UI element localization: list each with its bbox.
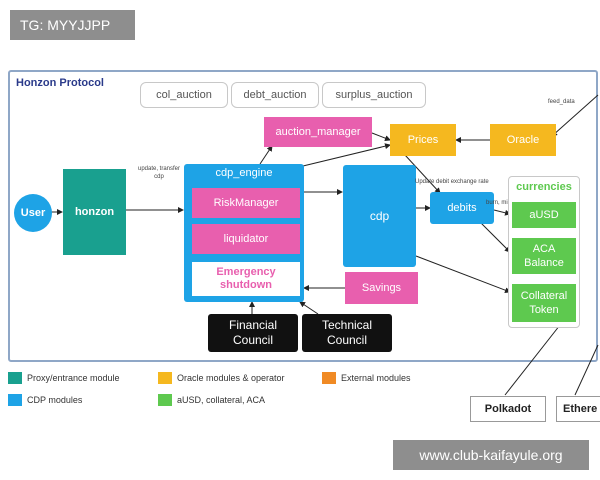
financial-council-node: Financial Council — [208, 314, 298, 352]
legend-label-currencies: aUSD, collateral, ACA — [177, 395, 266, 405]
legend-label-proxy: Proxy/entrance module — [27, 373, 120, 383]
legend-label-cdp: CDP modules — [27, 395, 83, 405]
arrow-debits-ausd — [493, 209, 511, 216]
arrow-currencies-polkadot — [504, 324, 561, 396]
user-node: User — [14, 194, 52, 232]
feed-data-note: feed_data — [548, 99, 575, 105]
update-debit-rate-note: Update debit exchange rate — [415, 179, 489, 185]
oracle-node: Oracle — [490, 124, 556, 156]
legend-swatch-external — [322, 372, 336, 384]
diagram-title: Honzon Protocol — [16, 77, 104, 89]
technical-council-node: Technical Council — [302, 314, 392, 352]
honzon-node: honzon — [63, 169, 126, 255]
liquidator-node: liquidator — [192, 224, 300, 254]
legend-swatch-oracle — [158, 372, 172, 384]
collateral-token-node: Collateral Token — [512, 284, 576, 322]
arrow-cdp-engine-prices — [302, 143, 391, 167]
currencies-label: currencies — [516, 181, 572, 193]
burn-mint-note: burn, mint — [486, 200, 513, 206]
legend-swatch-cdp — [8, 394, 22, 406]
update-transfer-note: update, transfer cdp — [137, 166, 181, 180]
legend-swatch-proxy — [8, 372, 22, 384]
ausd-node: aUSD — [512, 202, 576, 228]
legend-swatch-currencies — [158, 394, 172, 406]
cdp-engine-label: cdp_engine — [215, 167, 273, 179]
cdp-node: cdp — [343, 165, 416, 267]
prices-node: Prices — [390, 124, 456, 156]
arrow-auction-manager-cdp — [371, 132, 391, 141]
arrow-debits-aca — [479, 221, 511, 253]
savings-node: Savings — [345, 272, 418, 304]
emergency-shutdown-node: Emergency shutdown — [192, 262, 300, 296]
watermark-top: TG: MYYJJPP — [10, 10, 135, 40]
arrow-cdp-engine-auction-manager — [259, 145, 273, 165]
risk-manager-node: RiskManager — [192, 188, 300, 218]
surplus-auction-node: surplus_auction — [322, 82, 426, 108]
arrow-cdp-collateral — [415, 255, 511, 294]
arrow-technical-council — [299, 301, 319, 315]
polkadot-node: Polkadot — [470, 396, 546, 422]
arrow-feed-oracle — [551, 94, 599, 137]
auction-manager-node: auction_manager — [264, 117, 372, 147]
col-auction-node: col_auction — [140, 82, 228, 108]
aca-balance-node: ACA Balance — [512, 238, 576, 274]
arrow-prices-debits — [404, 154, 441, 194]
watermark-bottom: www.club-kaifayule.org — [393, 440, 589, 470]
ethereum-node: Ethere — [556, 396, 600, 422]
debits-node: debits — [430, 192, 494, 224]
arrow-currencies-ethereum — [574, 344, 599, 396]
legend-label-oracle: Oracle modules & operator — [177, 373, 285, 383]
debt-auction-node: debt_auction — [231, 82, 319, 108]
legend-label-external: External modules — [341, 373, 411, 383]
